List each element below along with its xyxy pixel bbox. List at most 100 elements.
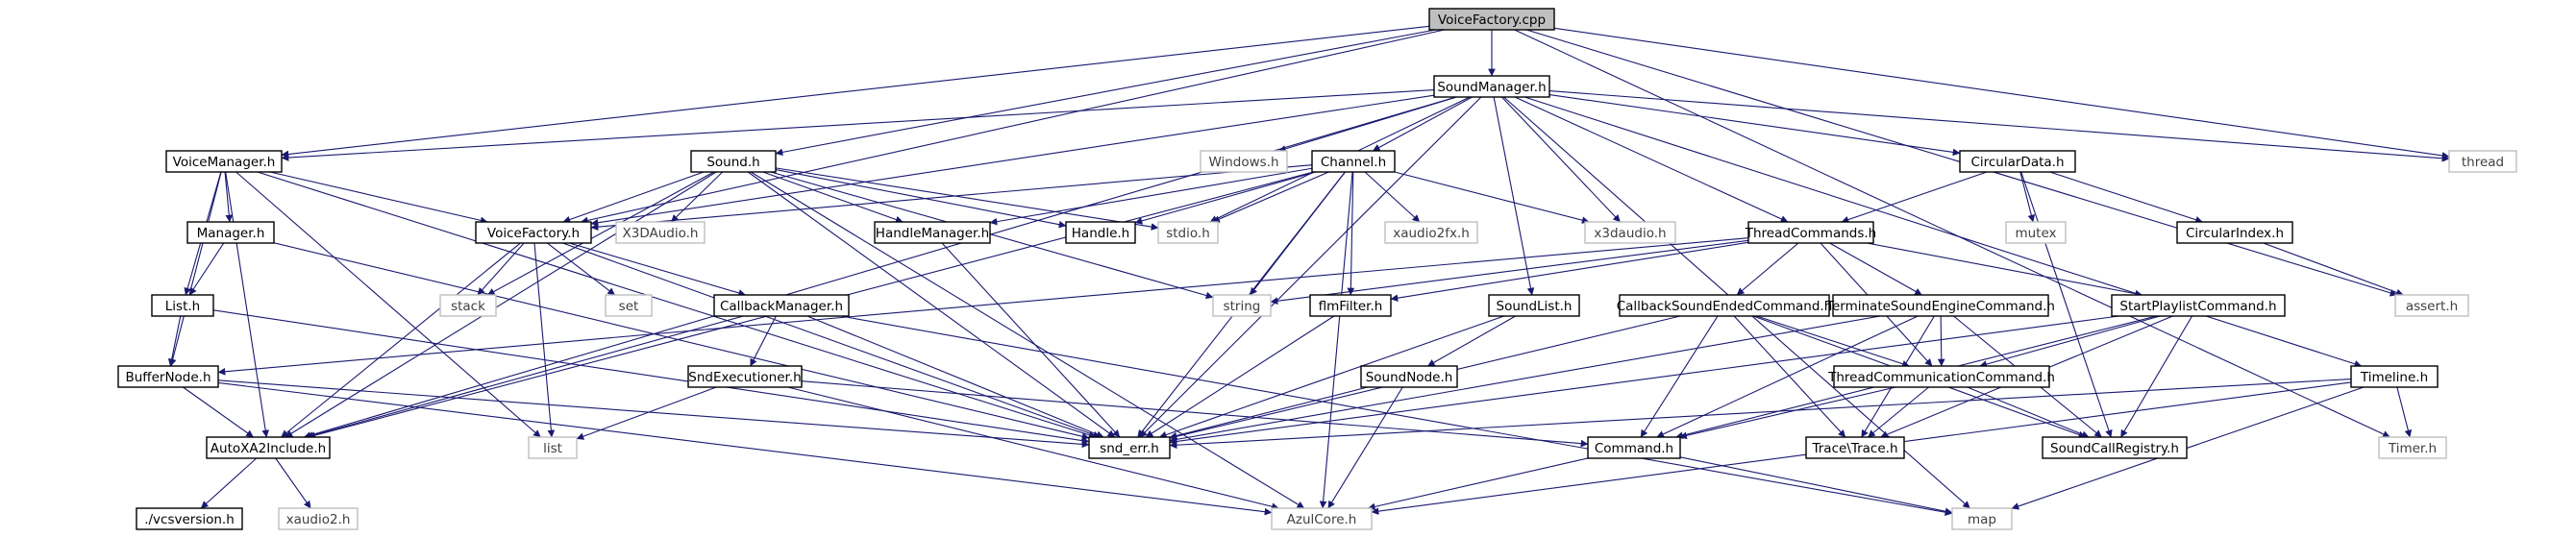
node-set[interactable]: set	[605, 294, 653, 317]
node-vcsversion-h[interactable]: ./vcsversion.h	[136, 507, 243, 530]
edge-soundnode-h-to-azulcore-h	[1327, 386, 1403, 509]
node-label: set	[619, 299, 639, 314]
dependency-edge	[1967, 386, 2090, 438]
node-stack[interactable]: stack	[439, 294, 497, 317]
dependency-edge	[562, 242, 1101, 439]
node-box	[439, 294, 497, 317]
node-box	[1833, 365, 2050, 388]
edge-sndexecutioner-h-to-azulcore-h	[787, 386, 1279, 510]
node-soundlist-h[interactable]: SoundList.h	[1488, 294, 1580, 317]
node-box	[2176, 221, 2293, 244]
edge-circularindex-h-to-assert-h	[2263, 242, 2404, 297]
edge-startplaylistcommand-h-to-snd-err-h	[1169, 315, 2119, 446]
node-list[interactable]: list	[528, 436, 578, 459]
node-threadcommands-h[interactable]: ThreadCommands.h	[1745, 221, 1876, 244]
node-stdio-h[interactable]: stdio.h	[1157, 221, 1219, 244]
dependency-edge	[989, 167, 1313, 226]
node-command-h[interactable]: Command.h	[1587, 436, 1681, 459]
node-circulardata-h[interactable]: CircularData.h	[1959, 150, 2076, 173]
node-buffernode-h[interactable]: BufferNode.h	[117, 365, 219, 388]
dependency-edge	[1426, 315, 1516, 367]
node-soundmanager-h[interactable]: SoundManager.h	[1433, 75, 1550, 98]
node-xaudio2fx-h[interactable]: xaudio2fx.h	[1384, 221, 1478, 244]
node-startplaylistcommand-h[interactable]: StartPlaylistCommand.h	[2111, 294, 2286, 317]
node-callbackmanager-h[interactable]: CallbackManager.h	[713, 294, 850, 317]
dependency-edge	[212, 309, 1090, 445]
node-x3daudio-h[interactable]: x3daudio.h	[1584, 221, 1676, 244]
node-list-h[interactable]: List.h	[151, 294, 214, 317]
dependency-edge	[2263, 242, 2404, 297]
node-callbacksoundendedcommand-h[interactable]: CallbackSoundEndedCommand.h	[1617, 294, 1833, 317]
node-box	[1088, 436, 1171, 459]
node-sound-h[interactable]: Sound.h	[690, 150, 777, 173]
node-azulcore-h[interactable]: AzulCore.h	[1271, 507, 1373, 530]
node-handlemanager-h[interactable]: HandleManager.h	[874, 221, 991, 244]
node-handle-h[interactable]: Handle.h	[1065, 221, 1136, 244]
edge-channel-h-to-xaudio2fx-h	[1364, 171, 1421, 223]
node-mutex[interactable]: mutex	[2005, 221, 2067, 244]
edge-sound-h-to-autoxa2include-h	[285, 171, 717, 438]
edge-threadcommands-h-to-string	[1270, 239, 1749, 306]
dependency-edge	[217, 381, 1273, 516]
node-flmfilter-h[interactable]: flmFilter.h	[1309, 294, 1392, 317]
node-timer-h[interactable]: Timer.h	[2378, 436, 2447, 459]
node-autoxa2include-h[interactable]: AutoXA2Include.h	[206, 436, 331, 459]
dependency-edge	[1553, 27, 2450, 159]
node-box	[206, 436, 331, 459]
edge-threadcommands-h-to-flmfilter-h	[1390, 241, 1749, 302]
dependency-edge	[281, 88, 1435, 161]
node-voicemanager-h[interactable]: VoiceManager.h	[165, 150, 283, 173]
node-timeline-h[interactable]: Timeline.h	[2350, 365, 2439, 388]
node-map[interactable]: map	[1951, 507, 2013, 530]
node-soundnode-h[interactable]: SoundNode.h	[1360, 365, 1458, 388]
edge-voicefactory-h-to-autoxa2include-h	[281, 242, 521, 438]
node-soundcallregistry-h[interactable]: SoundCallRegistry.h	[2042, 436, 2188, 459]
node-box	[2378, 436, 2447, 459]
node-box	[1200, 150, 1288, 173]
node-label: ThreadCommands.h	[1745, 226, 1876, 241]
node-label: SndExecutioner.h	[688, 370, 801, 385]
node-label: Sound.h	[706, 155, 759, 170]
node-voicefactory-cpp[interactable]: VoiceFactory.cpp	[1428, 8, 1555, 31]
node-string[interactable]: string	[1212, 294, 1272, 317]
edge-voicemanager-h-to-voicefactory-h	[269, 171, 488, 225]
node-manager-h[interactable]: Manager.h	[186, 221, 275, 244]
node-windows-h[interactable]: Windows.h	[1200, 150, 1288, 173]
node-x3daudio-h-upper[interactable]: X3DAudio.h	[615, 221, 706, 244]
edge-channel-h-to-stdio-h	[1212, 171, 1329, 223]
dependency-edge	[1736, 242, 1799, 296]
dependency-edge	[775, 168, 1067, 229]
dependency-edge	[1364, 171, 1421, 223]
node-label: List.h	[165, 299, 200, 314]
node-xaudio2-h[interactable]: xaudio2.h	[278, 507, 359, 530]
node-thread[interactable]: thread	[2448, 150, 2517, 173]
node-label: TerminateSoundEngineCommand.h	[1825, 299, 2055, 314]
dependency-edge	[801, 380, 1589, 448]
node-sndexecutioner-h[interactable]: SndExecutioner.h	[687, 365, 803, 388]
node-label: Timeline.h	[2360, 370, 2428, 385]
dependency-edge	[1514, 96, 1789, 223]
node-channel-h[interactable]: Channel.h	[1311, 150, 1396, 173]
node-assert-h[interactable]: assert.h	[2394, 294, 2469, 317]
node-box	[1584, 221, 1676, 244]
edge-threadcommands-h-to-callbacksoundendedcommand-h	[1736, 242, 1799, 296]
edge-voicefactory-cpp-to-voicefactory-h	[581, 29, 1445, 225]
node-circularindex-h[interactable]: CircularIndex.h	[2176, 221, 2293, 244]
node-label: VoiceFactory.h	[487, 226, 580, 241]
dependency-edge	[1733, 315, 1846, 438]
edge-threadcommands-h-to-terminatesoundenginecommand-h	[1829, 242, 1922, 296]
node-threadcommunicationcommand-h[interactable]: ThreadCommunicationCommand.h	[1827, 365, 2055, 388]
node-terminatesoundenginecommand-h[interactable]: TerminateSoundEngineCommand.h	[1825, 294, 2055, 317]
node-voicefactory-h[interactable]: VoiceFactory.h	[475, 221, 592, 244]
dependency-edge	[1139, 96, 1482, 438]
node-snd-err-h[interactable]: snd_err.h	[1088, 436, 1171, 459]
dependency-edge	[200, 457, 258, 509]
node-trace-h[interactable]: Trace\Trace.h	[1805, 436, 1905, 459]
edge-callbacksoundendedcommand-h-to-threadcommunicationcommand-h	[1756, 315, 1910, 368]
dependency-edge	[1390, 241, 1749, 302]
dependency-edge	[1640, 315, 1719, 438]
node-box	[2042, 436, 2188, 459]
node-label: SoundNode.h	[1366, 370, 1453, 385]
dependency-edge	[1270, 239, 1749, 306]
